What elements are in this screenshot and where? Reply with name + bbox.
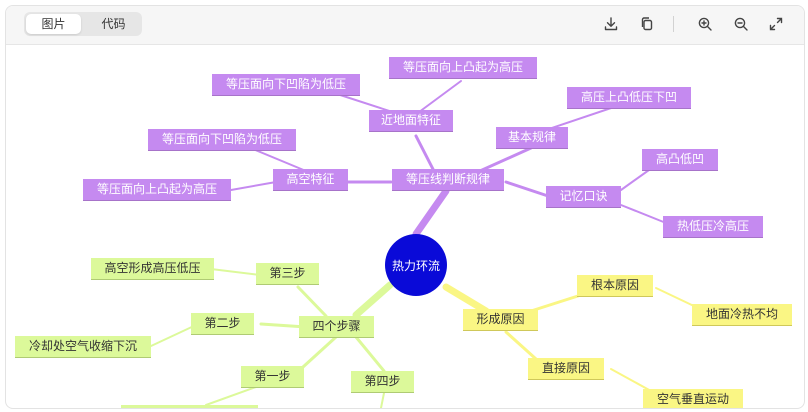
mindmap-canvas[interactable]: 热力环流 等压线判断规律 近地面特征 等压面向下凹陷为低压 等压面向上凸起为高压… — [6, 45, 804, 408]
zoom-out-icon — [734, 17, 748, 31]
link-steps-step3 — [296, 285, 328, 318]
fullscreen-button[interactable] — [765, 13, 787, 35]
node-step-1-detail-partial — [121, 405, 258, 408]
link-fundamental-a — [655, 287, 697, 308]
node-basic-rule-detail[interactable]: 高压上凸低压下凹 — [567, 87, 691, 108]
tab-code[interactable]: 代码 — [101, 17, 126, 31]
link-hub-near — [414, 134, 438, 177]
link-step1-child — [205, 386, 257, 406]
root-node[interactable]: 热力环流 — [385, 234, 447, 296]
toolbar-separator — [673, 16, 674, 32]
node-memory-tip-a[interactable]: 高凸低凹 — [642, 149, 718, 170]
link-high-b — [230, 181, 277, 191]
zoom-out-button[interactable] — [730, 13, 752, 35]
node-cause[interactable]: 形成原因 — [463, 309, 538, 330]
fullscreen-icon — [769, 17, 783, 31]
link-step4-child — [380, 392, 385, 408]
link-steps-step2 — [259, 322, 308, 329]
node-four-steps[interactable]: 四个步骤 — [299, 316, 374, 337]
link-step2-a — [150, 324, 197, 347]
copy-icon — [641, 17, 653, 31]
link-root-steps — [352, 281, 394, 319]
zoom-in-icon — [698, 17, 712, 31]
link-memo-b — [620, 204, 672, 226]
tab-image[interactable]: 图片 — [26, 14, 81, 34]
link-hub-memo — [504, 180, 553, 199]
download-button[interactable] — [600, 13, 622, 35]
node-uneven-heating[interactable]: 地面冷热不均 — [692, 304, 792, 325]
node-near-ground[interactable]: 近地面特征 — [369, 110, 453, 131]
link-root-hub — [412, 187, 450, 238]
node-step-2-detail[interactable]: 冷却处空气收缩下沉 — [15, 336, 151, 357]
node-high-altitude[interactable]: 高空特征 — [273, 169, 348, 190]
download-icon — [604, 17, 618, 31]
node-memory-tip[interactable]: 记忆口诀 — [546, 186, 621, 207]
link-cause-direct — [504, 330, 538, 361]
link-cause-fundamental — [529, 293, 583, 313]
node-memory-tip-b[interactable]: 热低压冷高压 — [663, 216, 763, 237]
zoom-in-button[interactable] — [694, 13, 716, 35]
node-high-altitude-high[interactable]: 等压面向上凸起为高压 — [83, 179, 231, 200]
node-direct-cause[interactable]: 直接原因 — [528, 358, 604, 379]
link-step3-a — [210, 268, 261, 276]
node-step-2[interactable]: 第二步 — [191, 313, 254, 334]
toolbar: 图片 代码 — [6, 6, 804, 45]
node-high-altitude-low[interactable]: 等压面向下凹陷为低压 — [148, 129, 296, 150]
node-pressure-rule[interactable]: 等压线判断规律 — [392, 169, 504, 190]
node-near-ground-high[interactable]: 等压面向上凸起为高压 — [389, 57, 537, 78]
node-fundamental-cause[interactable]: 根本原因 — [577, 275, 653, 296]
node-step-3-detail[interactable]: 高空形成高压低压 — [91, 258, 214, 279]
node-step-4[interactable]: 第四步 — [351, 371, 414, 392]
copy-button[interactable] — [636, 13, 658, 35]
link-direct-a — [610, 368, 652, 392]
link-root-cause — [442, 283, 490, 315]
link-steps-step1 — [301, 335, 338, 369]
node-near-ground-low[interactable]: 等压面向下凹陷为低压 — [212, 74, 360, 95]
mindmap-viewer: 图片 代码 — [5, 5, 805, 409]
node-vertical-motion[interactable]: 空气垂直运动 — [643, 389, 743, 408]
link-steps-step4 — [354, 335, 386, 373]
view-toggle: 图片 代码 — [24, 12, 142, 36]
node-step-1[interactable]: 第一步 — [241, 366, 304, 387]
node-step-3[interactable]: 第三步 — [256, 263, 319, 284]
node-basic-rule[interactable]: 基本规律 — [496, 127, 568, 148]
